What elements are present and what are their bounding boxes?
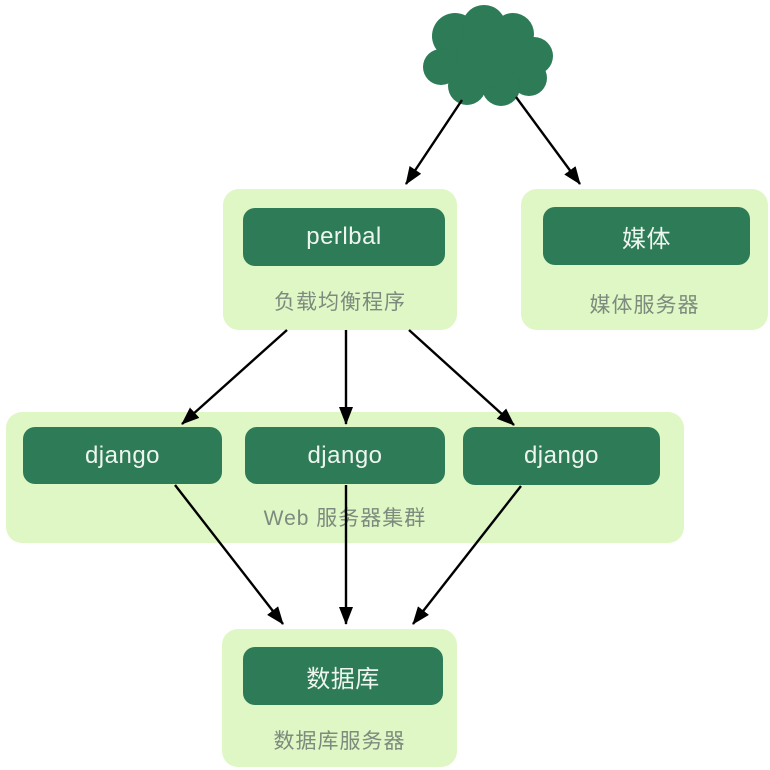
node-media: 媒体 [543,207,750,265]
node-django-1-label: django [84,441,161,469]
node-database-label: 数据库 [306,665,380,693]
arrow-load-balancer-to-django-3 [408,329,515,426]
node-perlbal-label: perlbal [306,223,382,250]
group-media-server: 媒体 媒体服务器 [521,189,768,330]
group-load-balancer: perlbal 负载均衡程序 [223,189,457,330]
cloud-icon [423,5,553,106]
node-database: 数据库 [243,647,443,705]
group-web-cluster: django django django Web 服务器集群 [6,412,684,543]
group-media-server-caption: 媒体服务器 [589,294,700,317]
node-django-2: django [245,427,445,484]
node-perlbal: perlbal [243,208,445,266]
node-django-3: django [463,427,660,485]
node-media-label: 媒体 [622,225,671,253]
arrow-load-balancer-to-django-1 [181,329,288,425]
group-load-balancer-caption: 负载均衡程序 [274,291,406,314]
node-django-2-label: django [307,441,383,469]
group-web-cluster-caption: Web 服务器集群 [263,507,427,530]
node-django-1: django [23,427,222,484]
node-django-3-label: django [523,442,600,469]
arrow-cloud-to-load-balancer [405,99,463,185]
arrow-cloud-to-media [515,96,581,185]
group-database-server: 数据库 数据库服务器 [222,629,457,767]
group-database-server-caption: 数据库服务器 [273,730,406,753]
